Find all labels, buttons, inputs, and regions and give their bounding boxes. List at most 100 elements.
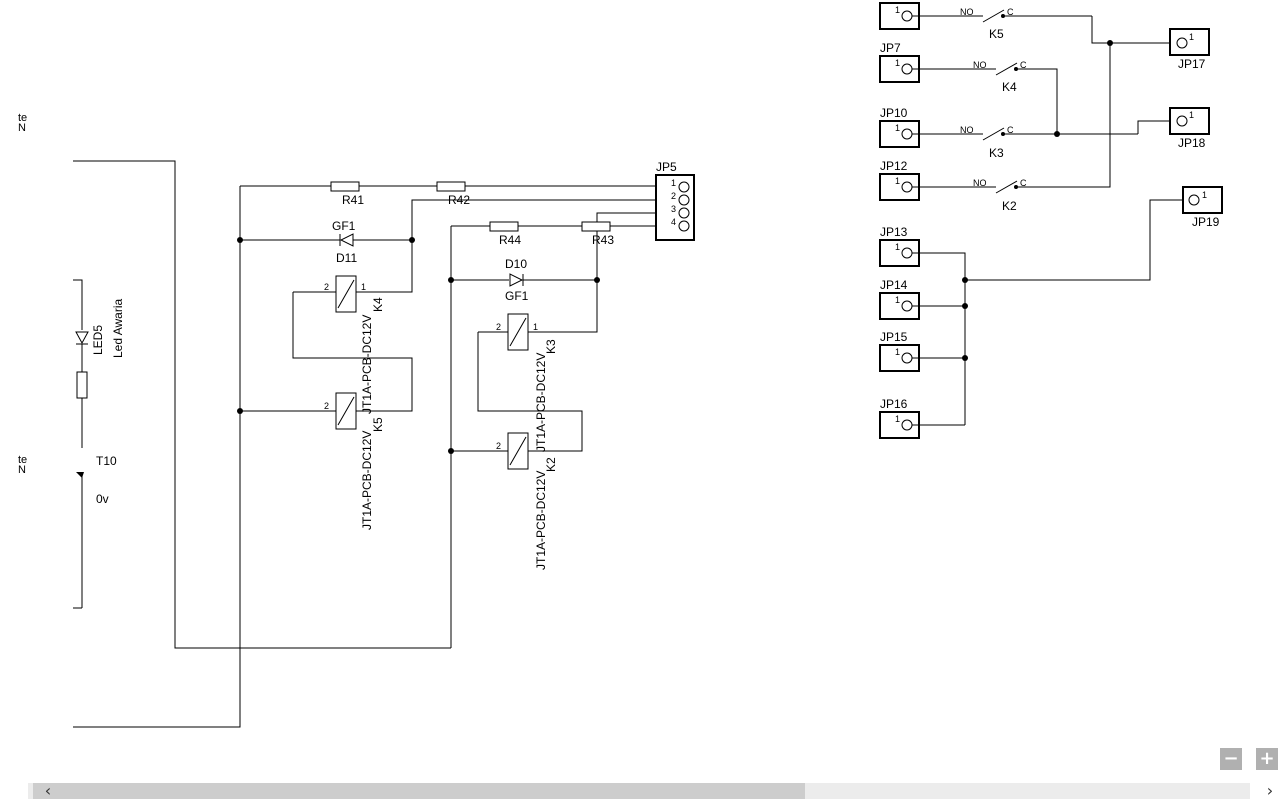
k2-part: JT1A-PCB-DC12V [534,471,548,570]
jp12-ref: JP12 [880,159,908,173]
k2-contact-ref: K2 [1002,199,1017,213]
wire [1137,120,1182,134]
left-partial-circuit: te N te N LED5 Led Awaria T10 0v [18,112,451,728]
d11-diode [339,233,354,247]
scroll-right-arrow-icon[interactable]: › [1266,781,1274,800]
wire [538,212,657,333]
k5-contact-blade [982,9,1005,23]
cut-label-bottom: te [18,454,27,466]
k3-no: NO [960,125,974,135]
k4-contact-ref: K4 [1002,80,1017,94]
jp17-pin: 1 [1189,32,1194,42]
wire [1016,68,1058,134]
jp12-pin: 1 [895,176,900,186]
jp10-hole [901,128,913,140]
k4-part: JT1A-PCB-DC12V [360,315,374,414]
k5-ref: K5 [371,417,385,432]
r44-body [489,221,519,232]
k3-pin-1: 1 [533,322,538,332]
k3-contact-ref: K3 [989,146,1004,160]
k2-ref: K2 [544,457,558,472]
jp13-hole [901,247,913,259]
junction-dot [962,355,968,361]
jp13-pin: 1 [895,242,900,252]
jp13-ref: JP13 [880,225,908,239]
d10-value: GF1 [505,289,529,303]
jp5-ref: JP5 [656,160,677,174]
k5-pin-2: 2 [324,401,329,411]
cut-label-top-2: N [18,122,26,134]
jp15-hole [901,352,913,364]
r41-label: R41 [342,193,364,207]
junction-dot [448,448,454,454]
connector-jp17 [1169,28,1210,56]
k2-contact-pivot [1014,185,1018,189]
zoom-in-button[interactable]: + [1256,748,1278,770]
jp17-hole [1176,37,1188,49]
wire [965,199,1194,281]
wire [509,317,527,347]
jp5-pin-4: 4 [671,217,676,227]
junction-dot [409,237,415,243]
jp7-ref: JP7 [880,41,901,55]
junction-dot [237,237,243,243]
wire [73,160,451,649]
jp10-ref: JP10 [880,106,908,120]
k5-contact-pivot [1001,14,1005,18]
d11-ref: D11 [336,251,357,265]
t10-net: 0v [96,492,109,506]
led5-diode [75,331,89,345]
d11-value: GF1 [332,219,356,233]
junction-dot [1107,40,1113,46]
k4-pin-1: 1 [361,282,366,292]
schematic-canvas[interactable]: te N te N LED5 Led Awaria T10 0v R41 R42 [0,0,1280,780]
k3-part: JT1A-PCB-DC12V [534,353,548,452]
k5-no: NO [960,7,974,17]
wire [1091,16,1182,44]
jp12-hole [901,181,913,193]
connector-top [879,2,920,30]
transistor-emitter-arrow [76,472,84,478]
k4-c: C [1020,60,1027,70]
k5-c: C [1007,7,1014,17]
junction-dot [594,277,600,283]
jp5-pin-1: 1 [671,178,676,188]
r41-body [330,181,360,192]
k4-no: NO [973,60,987,70]
scroll-left-arrow-icon[interactable]: ‹ [44,781,52,800]
jp14-pin: 1 [895,295,900,305]
wire [292,292,413,412]
wire [509,436,527,466]
led5-ref: LED5 [91,325,105,355]
wire [337,279,355,309]
k3-pin-2: 2 [496,322,501,332]
r44-label: R44 [499,233,521,247]
junction-dot [962,303,968,309]
jp16-ref: JP16 [880,397,908,411]
horizontal-scrollbar[interactable]: ‹ › [0,780,1280,800]
junction-dot [1054,131,1060,137]
jp7-pin: 1 [895,58,900,68]
jp5-pin-hole [678,220,690,232]
jp14-ref: JP14 [880,278,908,292]
cut-label-bottom-2: N [18,464,26,476]
wire [366,199,657,293]
cut-label-top: te [18,112,27,124]
jp14-hole [901,300,913,312]
jp18-ref: JP18 [1178,136,1206,150]
jp5-pin-3: 3 [671,204,676,214]
r43-label: R43 [592,233,614,247]
jp5-pin-hole [678,181,690,193]
scrollbar-thumb[interactable] [33,783,805,799]
output-contacts-circuit: 1 NO C K5 JP7 1 NO C K4 JP10 1 NO C K3 [879,2,1223,439]
r42-body [436,181,466,192]
d10-diode [509,273,524,287]
jp10-pin: 1 [895,123,900,133]
jp19-ref: JP19 [1192,215,1220,229]
k4-ref: K4 [371,297,385,312]
k3-contact-blade [982,127,1005,141]
k4-contact-pivot [1014,67,1018,71]
connector-top-pin: 1 [895,5,900,15]
jp7-hole [901,63,913,75]
zoom-out-button[interactable]: − [1220,748,1242,770]
